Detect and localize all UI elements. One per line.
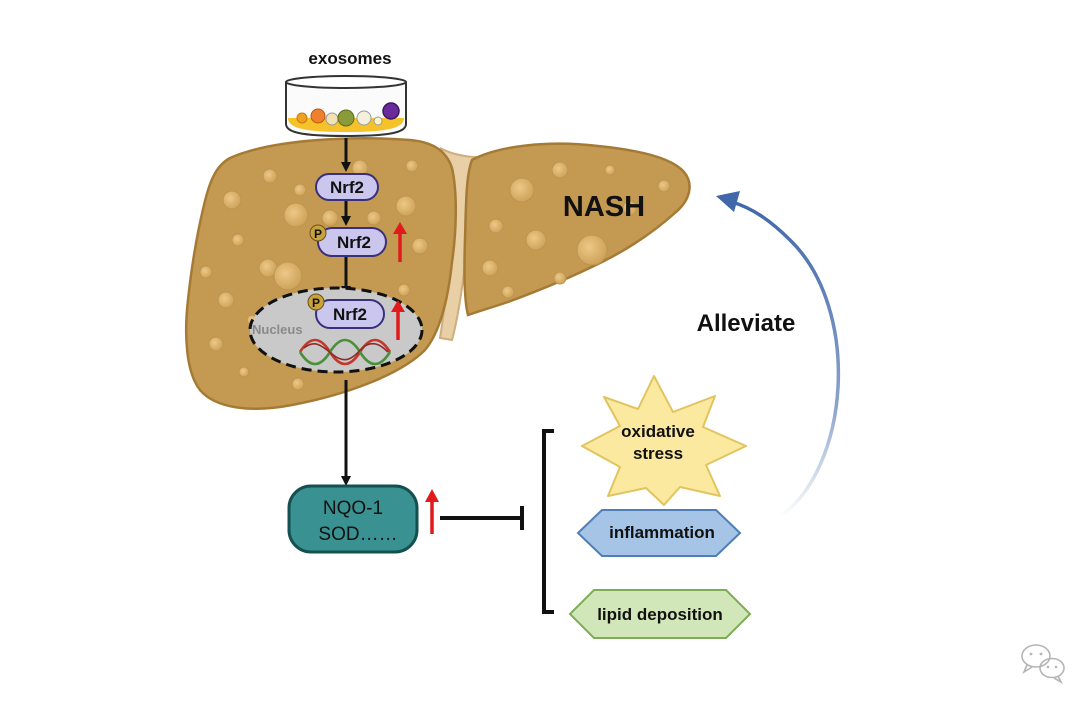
antioxidant-enzymes-box (287, 484, 419, 554)
alleviate-label: Alleviate (697, 310, 796, 337)
sod-label: SOD…… (318, 524, 397, 545)
nrf2-nuclear-pill (315, 299, 385, 329)
nrf2-cytoplasm-pill (315, 173, 379, 201)
inflammation-shape (576, 509, 742, 557)
alleviate-curve-arrow (731, 200, 841, 520)
up-arrow-icon (393, 222, 407, 262)
inhibition-arrow (440, 506, 524, 530)
petri-dish-icon (285, 75, 407, 138)
phospho-label: P (312, 296, 320, 310)
stress-label: stress (633, 444, 683, 463)
nqo1-label: NQO-1 (323, 498, 383, 519)
nrf2-cytoplasm-label: Nrf2 (330, 178, 364, 197)
nrf2-phospho-label: Nrf2 (337, 233, 371, 252)
liver (184, 137, 691, 410)
effects-bracket (542, 429, 554, 614)
oxidative-label: oxidative (621, 422, 695, 441)
dna-helix-icon (298, 338, 392, 366)
nash-label: NASH (563, 191, 645, 223)
up-arrow-icon (425, 489, 439, 534)
inflammation-label: inflammation (609, 523, 715, 542)
nrf2-nuclear-label: Nrf2 (333, 305, 367, 324)
phospho-label: P (314, 227, 322, 241)
oxidative-stress-burst (581, 375, 747, 506)
phospho-group-icon (307, 293, 325, 311)
liver-droplets (199, 159, 671, 391)
alleviate-arrowhead (716, 191, 740, 212)
nrf2-phospho-pill (317, 227, 387, 257)
exosomes-label: exosomes (308, 49, 391, 68)
phospho-group-icon (309, 224, 327, 242)
up-arrow-icon (391, 300, 405, 340)
lipid-deposition-shape (568, 589, 752, 639)
lipid-deposition-label: lipid deposition (597, 605, 723, 624)
nucleus-label: Nucleus (252, 322, 303, 337)
wechat-icon (1021, 644, 1065, 685)
